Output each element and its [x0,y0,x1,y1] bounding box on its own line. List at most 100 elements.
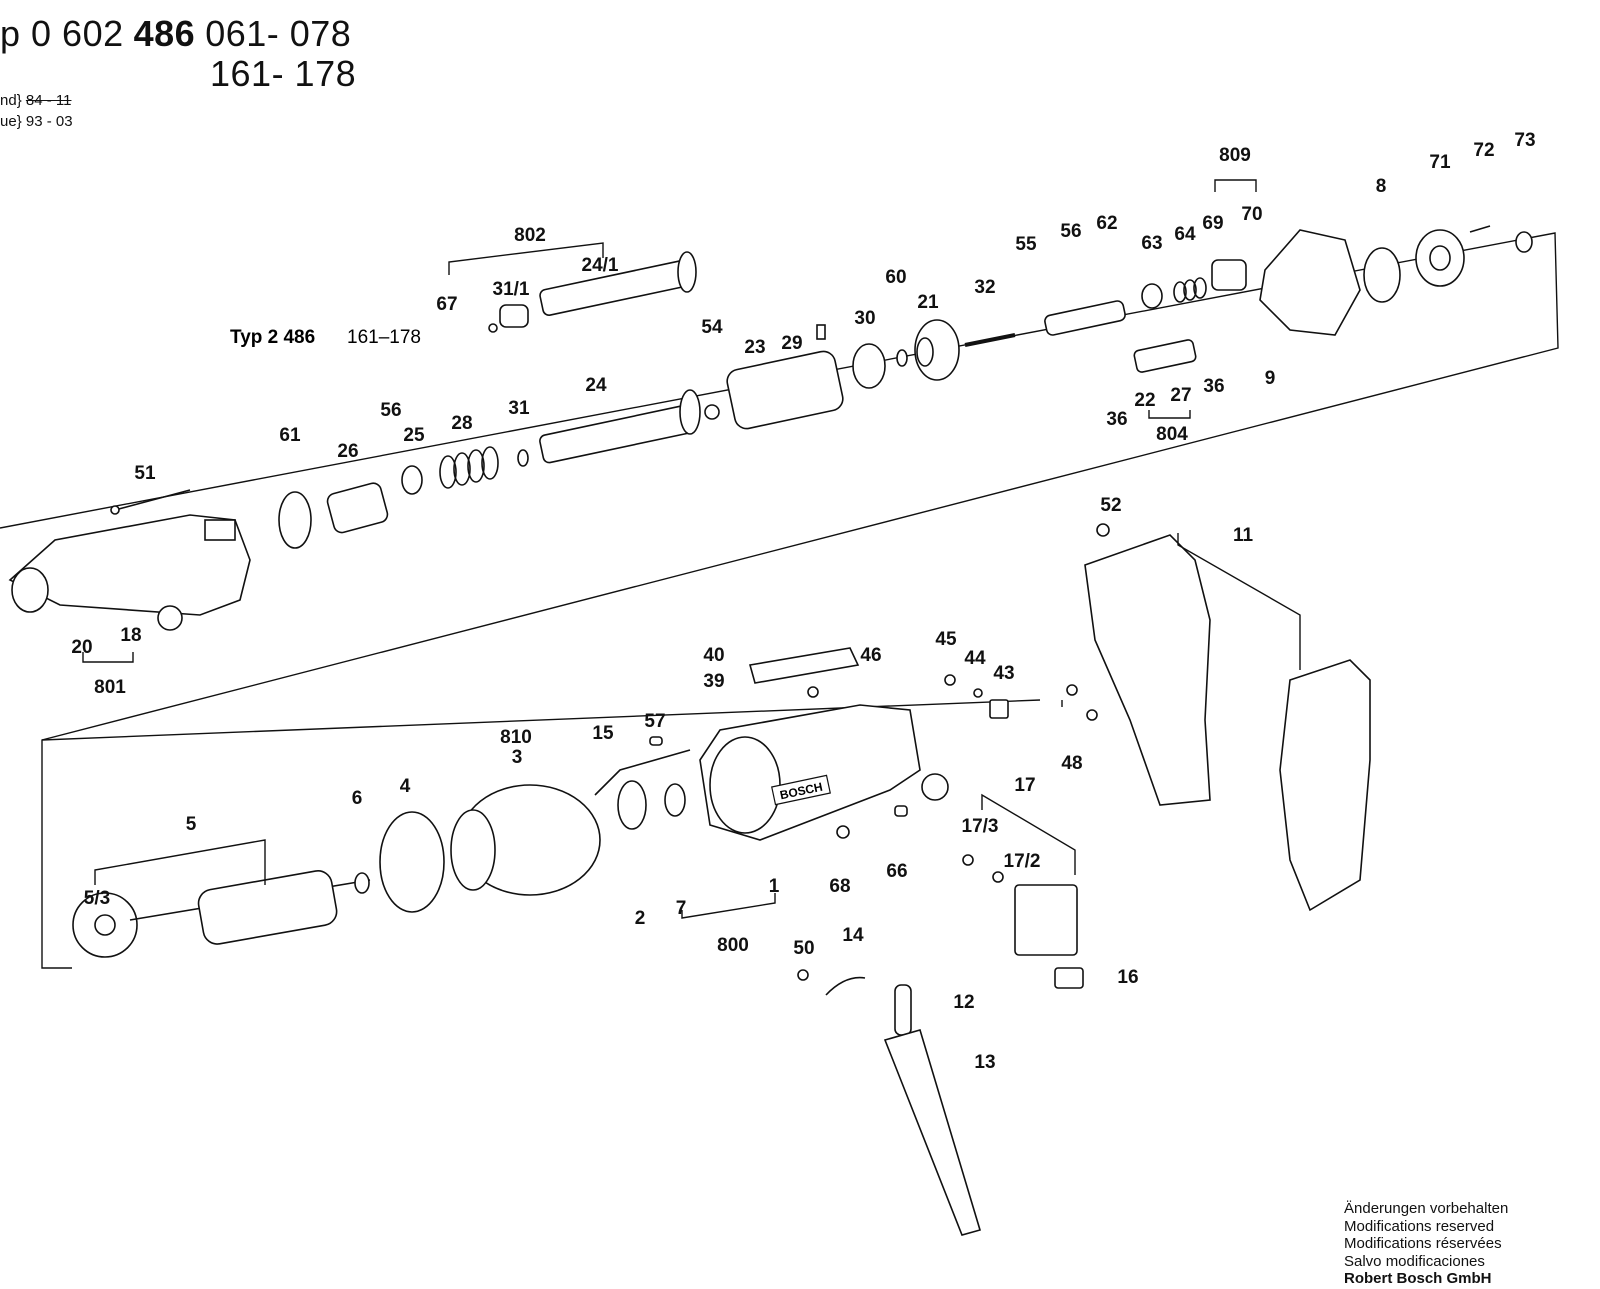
washer-25 [401,465,423,495]
ground-icon [921,773,949,801]
field-3 [450,784,601,896]
part-label: 810 [500,727,532,748]
part-label: 17/2 [1004,851,1041,872]
subtype-range: 161–178 [347,327,421,348]
screw-66 [894,805,908,817]
switch-17 [1014,884,1078,956]
part-label: 24 [585,375,607,396]
type-number-line2: 161- 178 [210,53,357,94]
bracket-801 [82,652,134,663]
part-label: 36 [1203,376,1224,397]
part-label: 45 [935,629,957,650]
part-label: 1 [769,876,780,897]
spring-32 [964,333,1016,347]
part-label: 15 [592,723,614,744]
plug-18 [157,605,183,631]
ball-54 [704,404,720,420]
part-label: 17/3 [962,816,999,837]
part-label: 56 [1060,221,1081,242]
ausgabe-line: ue} 93 - 03 [0,113,73,130]
armature-gear-22 [1133,339,1197,373]
part-label: 24/1 [582,255,619,276]
part-label: 27 [1170,385,1191,406]
part-label: 809 [1219,145,1251,166]
screw-17-3 [962,854,974,866]
part-label: 55 [1015,234,1037,255]
bush-70 [1211,259,1247,291]
screw-72 [1469,225,1491,233]
spindle-24-1 [539,251,697,316]
part-label: 43 [993,663,1014,684]
screw-50 [797,969,809,981]
screw-46 [807,686,819,698]
bush-63 [1141,283,1163,309]
part-label: 13 [974,1052,995,1073]
spindle-24 [539,389,701,464]
washer-73 [1515,231,1533,253]
part-label: 22 [1134,390,1155,411]
bearing-8 [1363,247,1401,303]
part-label: 31 [508,398,530,419]
part-label: 23 [744,337,765,358]
pin-29 [816,324,826,340]
label-39 [748,647,860,684]
shaft-62 [1044,300,1126,336]
fan-5-3 [72,892,138,958]
part-label: 802 [514,225,546,246]
screw-45 [944,674,956,686]
cable-sleeve-13 [883,1029,982,1236]
bosch-logo: BOSCH [771,774,831,806]
stand-line: nd} 84 - 11 [0,92,72,109]
part-label: 3 [512,747,523,768]
part-label: 28 [451,413,472,434]
part-label: 14 [842,925,864,946]
screw-68 [836,825,850,839]
part-label: 5/3 [84,888,110,909]
bush-31-1 [499,304,529,328]
part-label: 32 [974,277,995,298]
part-label: 801 [94,677,126,698]
ring-7 [664,783,686,817]
part-label: 52 [1100,495,1121,516]
part-label: 72 [1473,140,1494,161]
cable-clamp-14 [825,976,866,996]
screw-51 [110,489,191,515]
footer-line-1: Änderungen vorbehalten [1344,1200,1509,1217]
spring-64 [1173,277,1207,303]
part-label: 48 [1061,753,1082,774]
gear-21 [914,319,960,381]
part-label: 56 [380,400,401,421]
handle-half-right-11 [1279,659,1371,912]
part-label: 6 [352,788,363,809]
part-label: 50 [793,938,814,959]
part-label: 36 [1106,409,1127,430]
part-label: 31/1 [493,279,530,300]
part-label: 70 [1241,204,1262,225]
part-label: 54 [701,317,723,338]
part-label: 63 [1141,233,1162,254]
part-label: 69 [1202,213,1223,234]
clutch-26 [326,482,389,534]
part-label: 4 [400,776,411,797]
part-label: 60 [885,267,906,288]
motor-housing-1 [699,704,921,841]
sleeve-23 [726,350,844,430]
part-label: 67 [436,294,457,315]
screw-52 [1096,523,1110,537]
ring-61 [278,491,312,549]
ring-4 [379,811,445,913]
footer-note: Änderungen vorbehalten Modifications res… [1344,1200,1508,1288]
part-label: 800 [717,935,749,956]
part-label: 11 [1233,525,1254,546]
footer-line-2: Modifications reserved [1344,1217,1495,1235]
part-label: 7 [676,898,687,919]
washer-2 [617,780,647,830]
washer-17-2 [992,871,1004,883]
part-label: 44 [964,648,986,669]
part-label: 20 [71,637,92,658]
part-label: 12 [953,992,974,1013]
part-label: 62 [1096,213,1117,234]
part-label: 30 [854,308,875,329]
